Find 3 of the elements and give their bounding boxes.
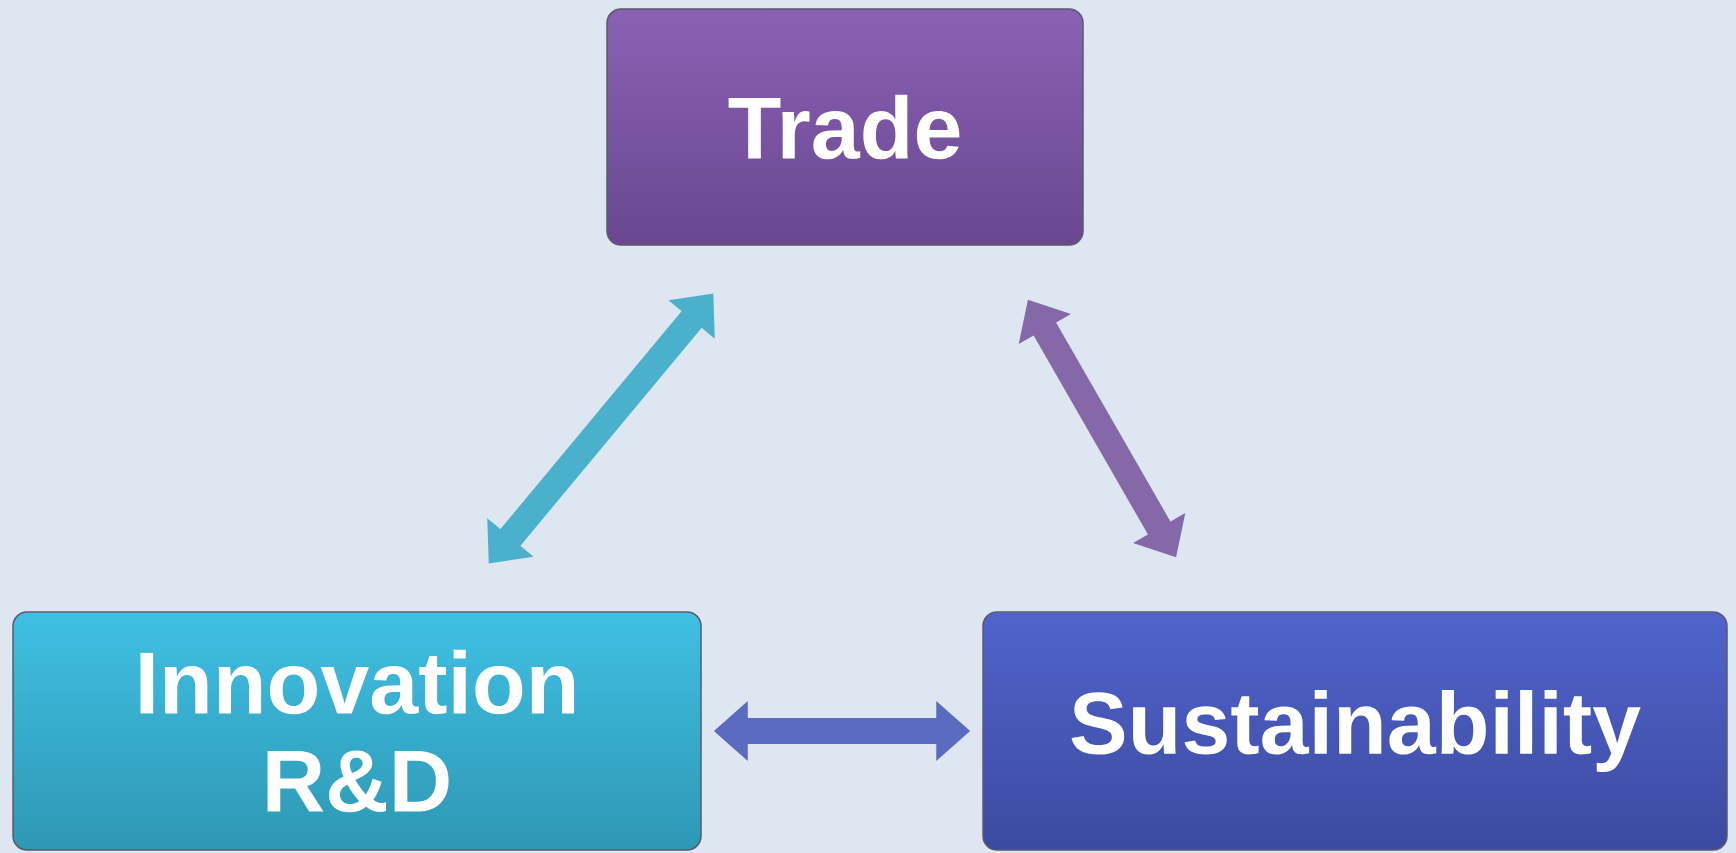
process-box: Innovation R&D — [12, 611, 702, 851]
process-box: Trade — [606, 8, 1084, 246]
process-box: Sustainability — [982, 611, 1728, 851]
